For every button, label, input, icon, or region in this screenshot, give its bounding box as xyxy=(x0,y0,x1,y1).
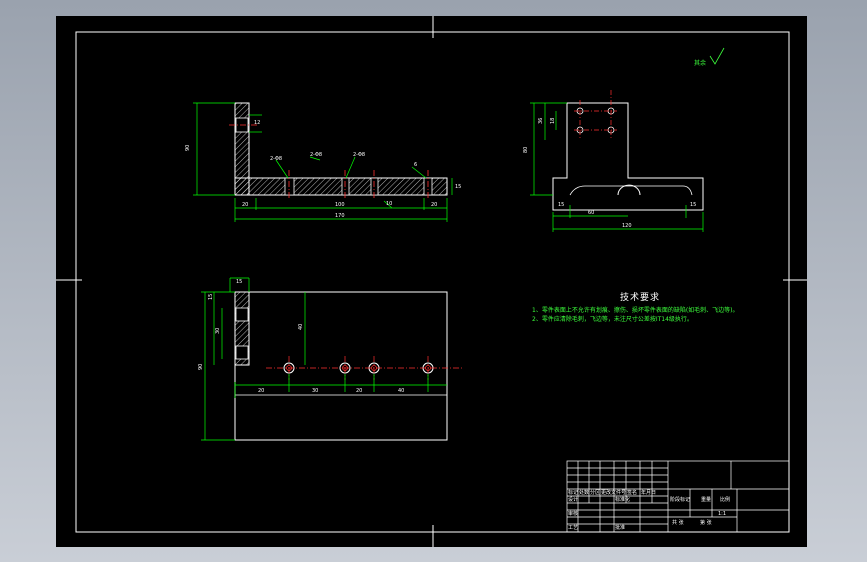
side-dim-w1: 15 xyxy=(558,202,564,208)
front-base-plate xyxy=(234,177,448,196)
tb-label-standard: 标准化 xyxy=(615,497,631,503)
tech-requirements-title: 技术要求 xyxy=(620,293,661,303)
tech-requirement-2: 2、零件应清除毛刺，飞边等，未注尺寸公差按IT14级执行。 xyxy=(532,316,693,323)
tb-label-sheets: 共 张 xyxy=(672,520,684,526)
top-dim-d3: 90 xyxy=(198,364,204,370)
tb-label-change-doc: 更改文件号 xyxy=(601,490,627,496)
front-dim-seg3: 20 xyxy=(431,202,437,208)
roughness-note: 其余 xyxy=(694,60,707,67)
top-view-holes xyxy=(283,362,434,374)
tb-label-mark: 标记 xyxy=(568,490,579,496)
top-dim-d2: 30 xyxy=(215,328,221,334)
roughness-symbol xyxy=(709,47,725,65)
tb-label-stage: 阶段标记 xyxy=(670,497,691,503)
side-dim-w2: 15 xyxy=(690,202,696,208)
front-dim-hole-b: 2-Φ8 xyxy=(310,152,322,158)
front-dim-height: 90 xyxy=(185,145,191,151)
drawing-sheet xyxy=(56,16,807,547)
tb-label-design: 设计 xyxy=(568,497,579,503)
tb-label-weight: 重量 xyxy=(701,497,712,503)
side-dim-h2: 36 xyxy=(538,118,544,124)
front-view: 90 12 2-Φ8 2-Φ8 2-Φ8 6 15 20 100 20 170 … xyxy=(185,102,461,222)
top-dim-s4: 40 xyxy=(398,388,404,394)
front-dim-base-thickness: 10 xyxy=(386,201,392,207)
tb-label-count: 处数 xyxy=(579,490,590,496)
tb-label-zone: 分区 xyxy=(590,490,601,496)
top-dim-s2: 30 xyxy=(312,388,318,394)
top-outline xyxy=(234,291,448,441)
side-dim-total: 120 xyxy=(622,223,632,229)
side-outline xyxy=(552,102,704,211)
front-dim-seg1: 20 xyxy=(242,202,248,208)
side-dim-h1: 18 xyxy=(550,118,556,124)
tb-scale-value: 1:1 xyxy=(718,511,727,517)
tb-label-sheet-no: 第 张 xyxy=(700,520,712,526)
side-dim-h3: 80 xyxy=(523,147,529,153)
front-dim-top-thickness: 12 xyxy=(254,120,260,126)
title-block xyxy=(566,460,790,533)
top-dim-d1: 15 xyxy=(236,279,242,285)
top-view: 90 30 15 15 40 20 30 20 40 xyxy=(198,277,463,441)
front-dim-base-h: 15 xyxy=(455,184,461,190)
tech-requirement-1: 1、零件表面上不允许有划痕、擦伤、损坏零件表面的缺陷(如毛刺、飞边等)。 xyxy=(532,307,739,314)
front-dim-seg2: 100 xyxy=(335,202,345,208)
front-dim-hole-c: 2-Φ8 xyxy=(353,152,365,158)
front-dim-total: 170 xyxy=(335,213,345,219)
tb-label-review: 审核 xyxy=(568,511,579,517)
center-marks xyxy=(56,16,807,547)
front-dim-hole-a: 2-Φ8 xyxy=(270,156,282,162)
side-view: 80 36 18 15 15 60 120 xyxy=(523,90,704,232)
tb-label-process: 工艺 xyxy=(568,525,579,531)
tb-label-date: 年月日 xyxy=(641,490,657,496)
tb-label-sign: 签名 xyxy=(627,490,638,496)
tb-label-approve: 批准 xyxy=(615,525,626,531)
top-dim-s3: 20 xyxy=(356,388,362,394)
top-dim-s1: 20 xyxy=(258,388,264,394)
tech-requirements-list: 1、零件表面上不允许有划痕、擦伤、损坏零件表面的缺陷(如毛刺、飞边等)。 2、零… xyxy=(532,306,782,324)
front-dim-slot: 6 xyxy=(414,162,417,168)
top-dim-d1-side: 15 xyxy=(208,294,214,300)
top-dim-v1: 40 xyxy=(298,324,304,330)
tb-label-scale: 比例 xyxy=(720,497,731,503)
side-dim-w3: 60 xyxy=(588,210,594,216)
